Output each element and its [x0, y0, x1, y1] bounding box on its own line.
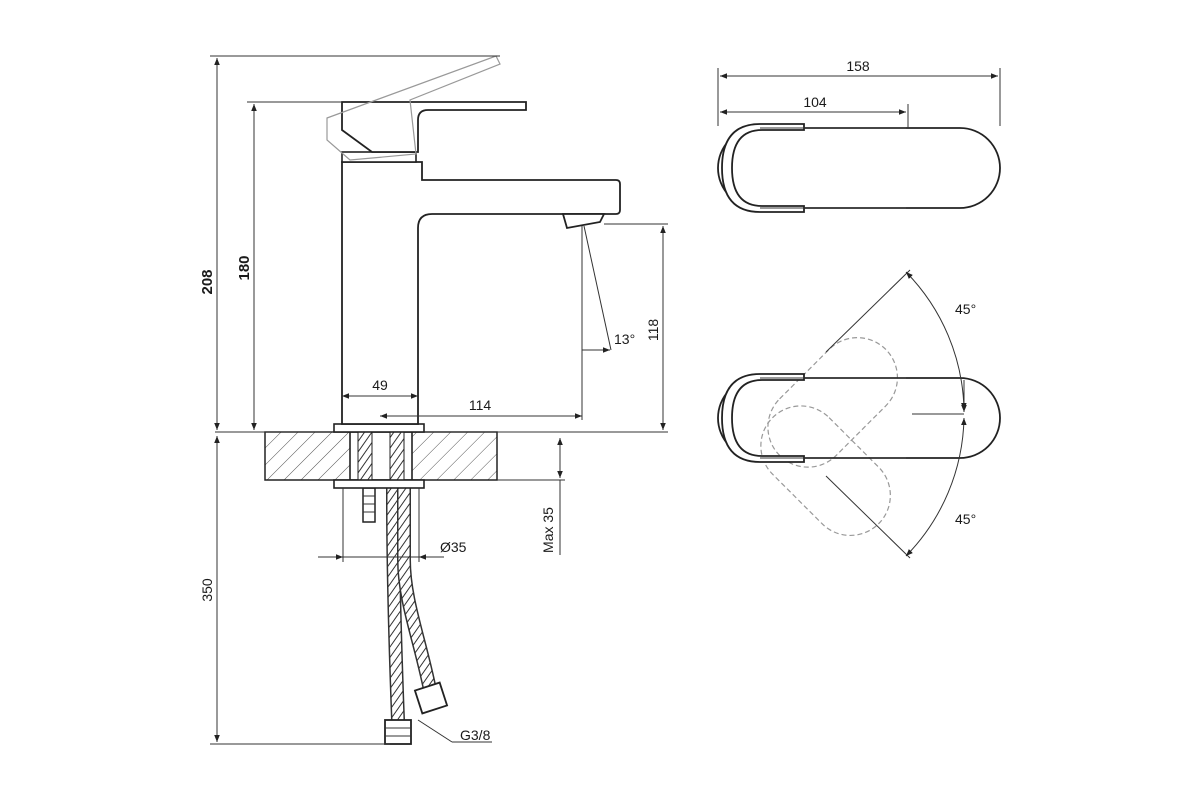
dim-max35-label: Max 35 [540, 507, 556, 553]
dim-g38-label: G3/8 [460, 727, 491, 743]
faucet-body [341, 161, 621, 425]
dim-d35-label: Ø35 [440, 539, 467, 555]
dim-180-label: 180 [236, 255, 253, 280]
hose-nut-right [413, 681, 449, 715]
dim-118-label: 118 [645, 319, 661, 342]
dim-158-label: 158 [846, 58, 870, 74]
dim-45deg-bottom-label: 45° [955, 511, 976, 527]
dim-208-label: 208 [199, 269, 216, 294]
dim-49-label: 49 [372, 377, 388, 393]
dim-350-label: 350 [199, 578, 215, 602]
rotation-view: 45° 45° [717, 269, 1001, 559]
hose-nut-left [384, 719, 412, 745]
dim-45deg-top-label: 45° [955, 301, 976, 317]
rotation-arc-bottom [905, 417, 967, 557]
dim-104-label: 104 [803, 94, 827, 110]
side-view: 208 180 49 114 118 13° Max 35 Ø35 [199, 55, 668, 745]
top-view: 158 104 [717, 58, 1001, 213]
aerator [561, 213, 606, 230]
dim-114-label: 114 [469, 397, 492, 413]
top-view-lever [721, 123, 805, 213]
rotation-view-body [717, 377, 1001, 459]
mounting-stud [362, 487, 376, 523]
dim-13deg-label: 13° [614, 331, 635, 347]
lever-rotated-down [760, 405, 891, 537]
lever-raised-outline [326, 55, 501, 161]
rotation-view-lever [721, 373, 805, 463]
top-view-body [717, 127, 1001, 209]
lever-handle [341, 101, 527, 153]
bottom-washer [333, 479, 425, 489]
rotation-arc-top [905, 271, 967, 411]
top-washer [333, 423, 425, 433]
